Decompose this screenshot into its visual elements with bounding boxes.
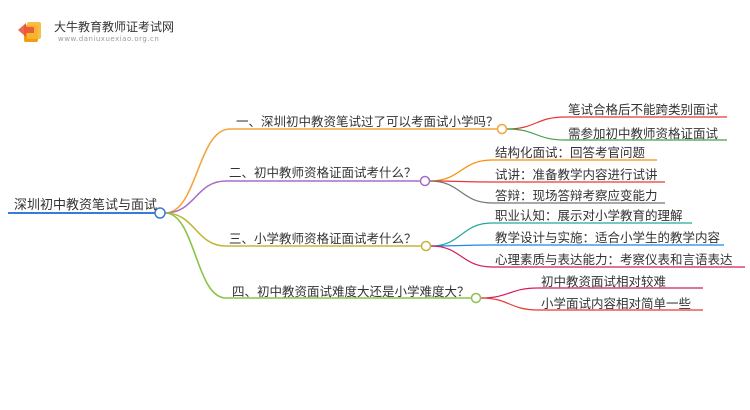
logo-icon [18,22,41,42]
edge-branch-1-leaf-2 [506,128,566,141]
site-name: 大牛教育教师证考试网 [54,20,175,34]
edge-branch-2-leaf-3 [429,180,493,204]
branch-1[interactable]: 一、深圳初中教资笔试过了可以考面试小学吗？ [236,114,499,129]
edge-branch-3-leaf-3 [430,245,493,268]
leaf-1-2[interactable]: 需参加初中教师资格证面试 [568,126,719,141]
leaf-3-3[interactable]: 心理素质与表达能力：考察仪表和言语表达 [495,252,733,267]
leaf-1-1[interactable]: 笔试合格后不能跨类别面试 [568,102,719,117]
leaf-2-1[interactable]: 结构化面试：回答考官问题 [495,145,646,160]
edge-branch-3-leaf-1 [430,222,493,247]
leaf-3-2[interactable]: 教学设计与实施：适合小学生的教学内容 [495,230,721,245]
mindmap-root[interactable]: 深圳初中教资笔试与面试 [14,198,158,213]
leaf-4-2[interactable]: 小学面试内容相对简单一些 [541,296,692,311]
leaf-3-1[interactable]: 职业认知：展示对小学教育的理解 [495,208,683,223]
edge-branch-4-leaf-2 [480,297,539,311]
branch-node-4[interactable] [470,292,482,304]
site-url: www.daniuxuexiao.org.cn [58,35,160,43]
leaf-2-2[interactable]: 试讲：准备教学内容进行试讲 [495,167,658,182]
edge-root-branch-1 [164,128,231,214]
branch-4[interactable]: 四、初中教资面试难度大还是小学难度大？ [232,284,470,299]
edge-branch-1-leaf-1 [506,116,566,130]
branch-node-2[interactable] [419,175,431,187]
leaf-2-3[interactable]: 答辩：现场答辩考察应变能力 [495,188,658,203]
edge-branch-4-leaf-1 [480,287,539,299]
edge-branch-2-leaf-1 [429,159,493,182]
branch-3[interactable]: 三、小学教师资格证面试考什么？ [229,231,417,246]
branch-node-1[interactable] [496,123,508,135]
edge-root-branch-4 [164,212,227,299]
branch-node-3[interactable] [420,240,432,252]
leaf-4-1[interactable]: 初中教资面试相对较难 [541,274,667,289]
edge-root-branch-3 [164,212,227,247]
edge-root-branch-2 [164,180,227,214]
root-node[interactable] [154,207,166,219]
branch-2[interactable]: 二、初中教师资格证面试考什么？ [229,165,417,180]
